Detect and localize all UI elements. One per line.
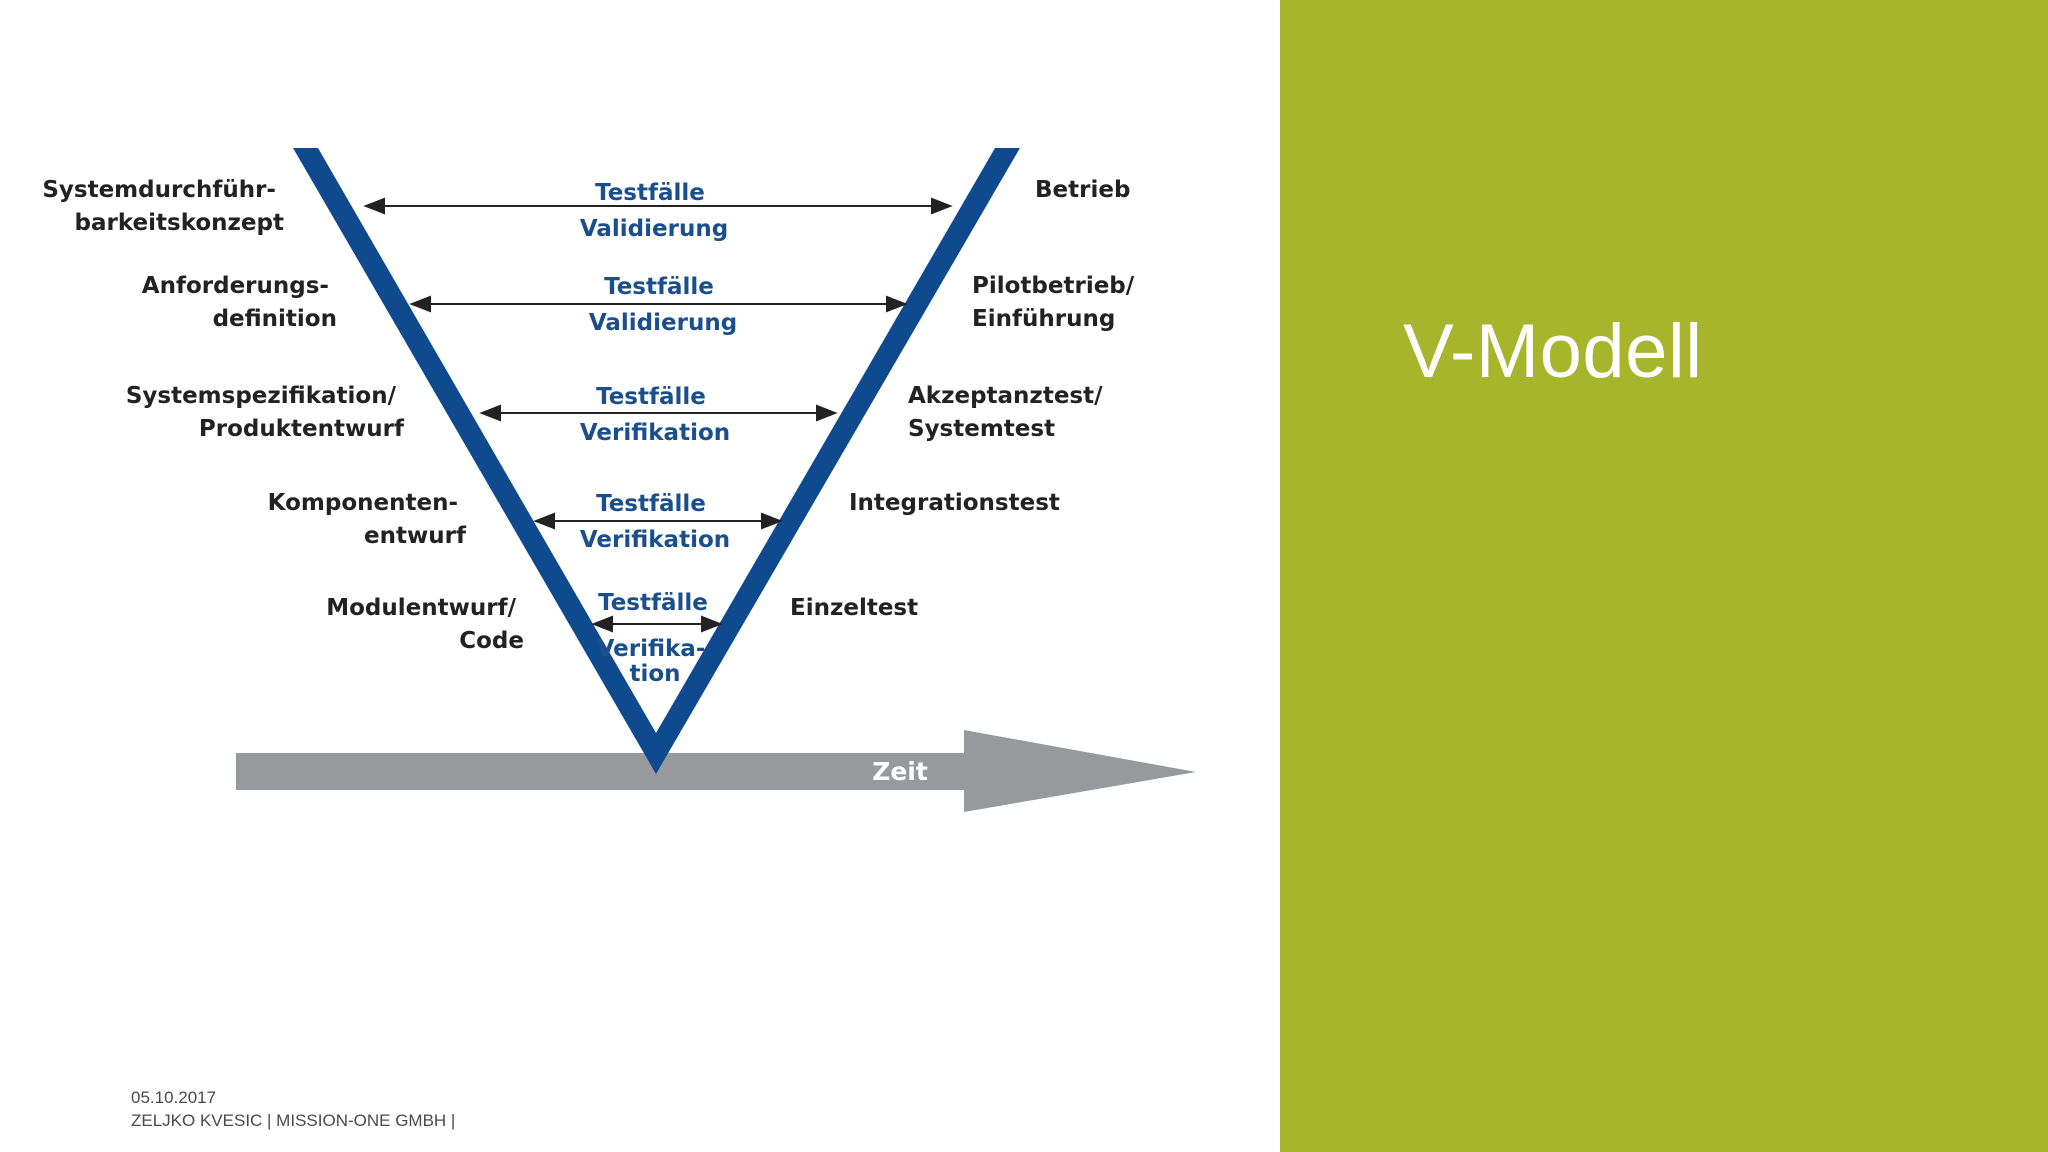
level-3-center-label: Testfälle Verifikation: [580, 384, 730, 446]
title-panel: [1280, 0, 2048, 1152]
level-5-right-label: Einzeltest: [790, 595, 918, 621]
level-1-left-label: Systemdurchführ- barkeitskonzept: [42, 177, 284, 236]
level-5-arrow: [591, 615, 723, 633]
footer: 05.10.2017 ZELJKO KVESIC | MISSION-ONE G…: [131, 1086, 455, 1132]
time-axis-label: Zeit: [872, 757, 928, 786]
level-2-left-label: Anforderungs- definition: [142, 273, 337, 332]
level-5-left-label: Modulentwurf/ Code: [326, 595, 524, 654]
level-4-arrow: [533, 512, 783, 530]
level-2-right-label: Pilotbetrieb/ Einführung: [972, 273, 1142, 332]
level-1-right-label: Betrieb: [1035, 177, 1130, 203]
level-1-arrow: [363, 197, 953, 215]
level-4-center-label: Testfälle Verifikation: [580, 491, 730, 553]
level-2-arrow: [409, 295, 908, 313]
level-3-left-label: Systemspezifikation/ Produktentwurf: [126, 383, 405, 442]
v-model-diagram: Zeit: [42, 148, 1196, 812]
level-5-center-label: Testfälle Verifika- tion: [597, 590, 716, 687]
level-3-arrow: [479, 404, 838, 422]
level-1-center-label: Testfälle Validierung: [580, 180, 728, 242]
time-arrow: [236, 730, 1196, 812]
footer-date: 05.10.2017: [131, 1088, 217, 1107]
level-2-center-label: Testfälle Validierung: [589, 274, 737, 336]
level-4-left-label: Komponenten- entwurf: [268, 490, 467, 549]
level-3-right-label: Akzeptanztest/ Systemtest: [908, 383, 1111, 442]
footer-author: ZELJKO KVESIC | MISSION-ONE GMBH |: [131, 1111, 456, 1130]
slide-title: V-Modell: [1403, 309, 1703, 394]
level-4-right-label: Integrationstest: [849, 490, 1060, 516]
